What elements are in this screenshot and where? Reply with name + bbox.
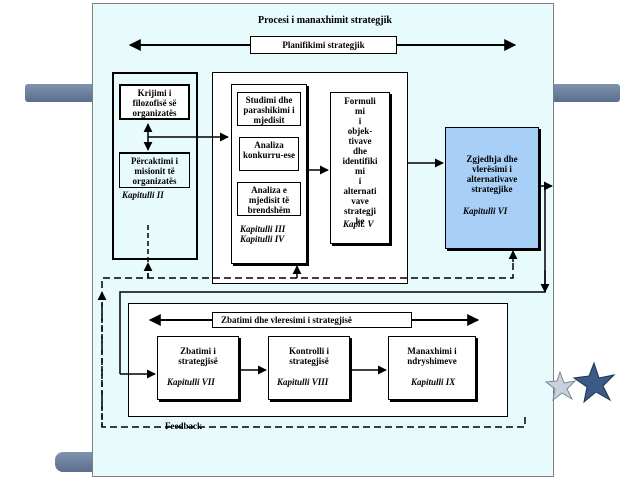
planning-label: Planifikimi strategjik: [282, 40, 365, 50]
diagram-title: Procesi i manaxhimit strategjik: [258, 15, 392, 26]
box-philosophy: Krijimi i filozofisë së organizatës: [119, 84, 190, 120]
chapter-3-4-label: Kapitulli III Kapitulli IV: [240, 224, 286, 244]
chapter-5-label: Kapit. V: [343, 219, 374, 229]
chapter-8-label: Kapitulli VIII: [277, 377, 329, 387]
box-selection-label: Zgjedhja dhe vlerësimi i alternativave s…: [466, 154, 518, 194]
chapter-6-label: Kapitulli VI: [463, 206, 508, 216]
box-internal: Analiza e mjedisit të brendshëm: [237, 182, 301, 216]
decor-bar-right: [540, 84, 620, 102]
chapter-7-label: Kapitulli VII: [167, 377, 215, 387]
star-decoration-2: [544, 370, 577, 402]
chapter-9-label: Kapitulli IX: [411, 377, 456, 387]
planning-label-box: Planifikimi strategjik: [250, 36, 397, 54]
implementation-label-box: Zbatimi dhe vleresimi i strategjisë: [212, 312, 412, 328]
star-decoration-1: [572, 361, 616, 404]
box-mission: Përcaktimi i misionit të organizatës: [119, 152, 190, 188]
box-control: Kontrolli i strategjisë Kapitulli VIII: [268, 336, 350, 400]
box-change: Manaxhimi i ndryshimeve Kapitulli IX: [388, 336, 476, 400]
selection-to-implementation-line: [119, 186, 546, 374]
box-implementation: Zbatimi i strategjisë Kapitulli VII: [157, 336, 239, 400]
box-mission-label: Përcaktimi i misionit të organizatës: [130, 156, 179, 186]
box-change-label: Manaxhimi i ndryshimeve: [407, 346, 457, 366]
decor-bar-bottom: [55, 452, 103, 472]
box-competition-label: Analiza konkurru-ese: [242, 140, 295, 160]
box-study-label: Studimi dhe parashikimi i mjedisit: [243, 95, 295, 125]
feedback-label: Feedback: [165, 421, 202, 431]
box-implementation-label: Zbatimi i strategjisë: [178, 346, 218, 366]
feedback-loop-outer: [101, 250, 526, 428]
box-selection: Zgjedhja dhe vlerësimi i alternativave s…: [445, 127, 539, 249]
box-internal-label: Analiza e mjedisit të brendshëm: [247, 185, 291, 215]
implementation-label: Zbatimi dhe vleresimi i strategjisë: [221, 315, 352, 325]
box-competition: Analiza konkurru-ese: [239, 137, 299, 171]
chapter-2-label: Kapitulli II: [122, 190, 164, 200]
box-control-label: Kontrolli i strategjisë: [288, 346, 330, 366]
box-study: Studimi dhe parashikimi i mjedisit: [237, 92, 301, 126]
box-objectives-label: Formuli mi i objek-tivave dhe identifiki…: [342, 96, 378, 226]
box-philosophy-label: Krijimi i filozofisë së organizatës: [132, 88, 177, 118]
decor-bar-left: [25, 84, 105, 102]
box-objectives: Formuli mi i objek-tivave dhe identifiki…: [330, 92, 390, 244]
